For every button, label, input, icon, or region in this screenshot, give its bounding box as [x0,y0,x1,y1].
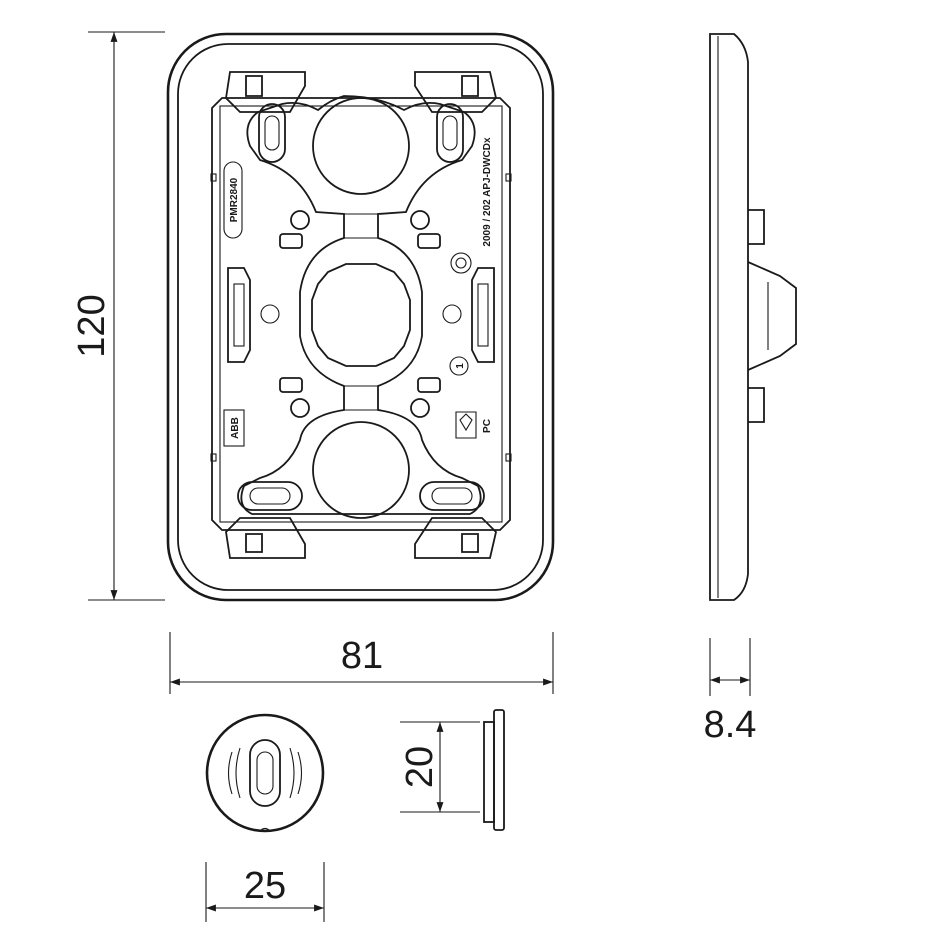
side-boss [747,261,797,371]
brand-marking: ABB [223,409,245,447]
dimension-depth: 8.4 [704,638,757,746]
material-marking: PC [455,411,493,439]
brand-label: ABB [230,417,241,439]
side-latches [227,267,495,363]
material-label: PC [482,419,493,433]
standard-label: 2009 / 202 APJ-DWCDx [482,137,493,247]
dimension-height: 120 [71,31,165,601]
dimension-cover-height: 20 [399,721,480,813]
standard-marking: 2009 / 202 APJ-DWCDx [482,137,493,247]
cover-side-view [483,709,505,831]
knockout-top [312,97,410,195]
dimension-cover-diameter: 25 [205,862,325,922]
depth-label: 8.4 [704,704,757,746]
number-marking: 1 [449,356,469,376]
side-clip-bottom [748,387,765,423]
knockout-middle [311,263,411,367]
dimension-width: 81 [169,632,554,694]
frame-outer [166,32,555,602]
cover-height-label: 20 [399,746,441,788]
screw-keyholes [279,210,441,418]
base-plate-inner [219,105,503,523]
model-marking: PMR2840 [223,161,243,239]
base-plate [211,97,511,531]
side-profile [709,33,749,601]
center-body [240,95,482,515]
cover-front-view [205,713,325,833]
bridges [344,213,378,411]
corner-clips [225,71,497,559]
locating-holes [210,173,512,462]
oval-slots [237,103,485,511]
knockout-bottom [312,421,410,519]
height-label: 120 [71,294,113,357]
side-view [709,33,797,601]
width-label: 81 [341,635,383,677]
side-clip-top [748,209,765,245]
model-label: PMR2840 [229,177,240,222]
front-view: PMR2840 2009 / 202 APJ-DWCDx 1 ABB PC [166,32,555,602]
cover-diameter-label: 25 [244,865,286,907]
number-label: 1 [455,363,466,369]
frame-inner [177,43,544,591]
